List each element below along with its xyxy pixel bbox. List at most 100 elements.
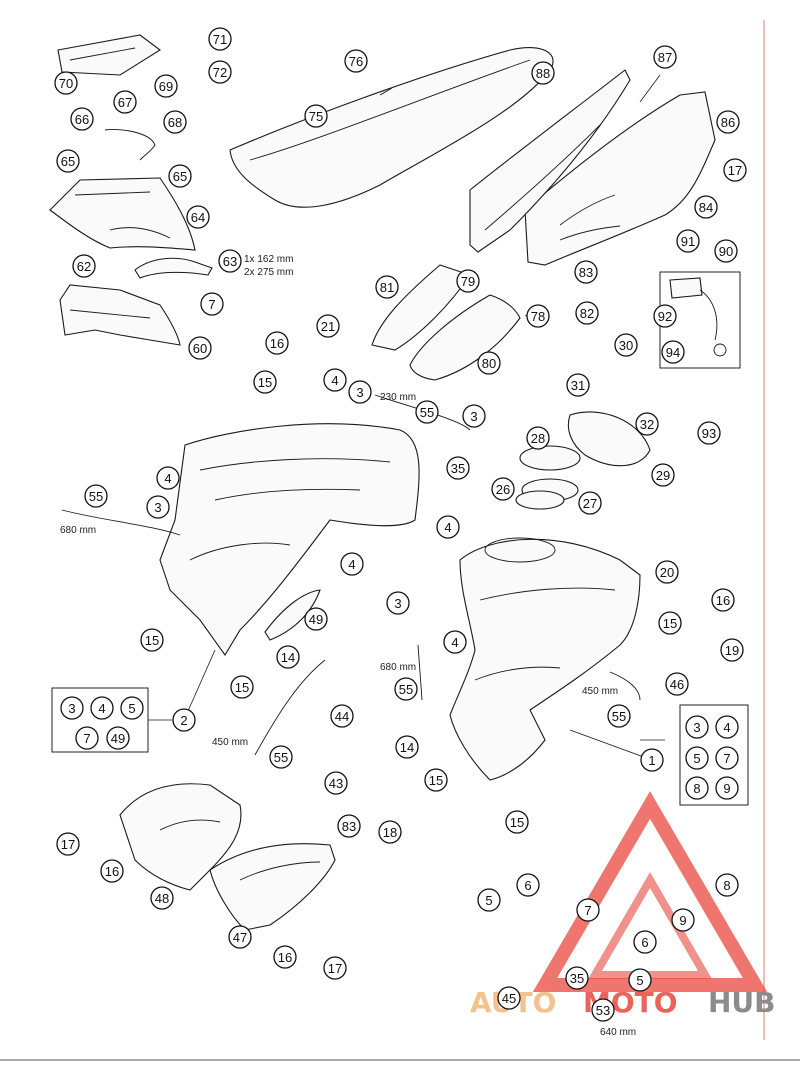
callout-circle	[200, 292, 224, 316]
callout-35-2: 35	[565, 966, 589, 990]
callout-78: 78	[526, 304, 550, 328]
bracket-90	[659, 271, 741, 369]
callout-27: 27	[578, 491, 602, 515]
callout-7-3: 7	[715, 746, 739, 770]
callout-circle	[253, 370, 277, 394]
callout-8: 8	[685, 776, 709, 800]
callout-55-3: 55	[394, 677, 418, 701]
pad-49	[264, 589, 321, 641]
callout-80: 80	[477, 351, 501, 375]
headlight-mask-64	[49, 177, 196, 251]
callout-circle	[340, 552, 364, 576]
callout-circle	[505, 810, 529, 834]
callout-label: 49	[111, 731, 125, 746]
callout-93: 93	[697, 421, 721, 445]
callout-circle	[658, 611, 682, 635]
callout-label: 4	[98, 701, 105, 716]
callout-circle	[633, 930, 657, 954]
callout-circle	[344, 49, 368, 73]
callout-circle	[714, 239, 738, 263]
callout-label: 55	[399, 682, 413, 697]
callout-16-4: 16	[273, 945, 297, 969]
callout-label: 14	[281, 650, 295, 665]
callout-75: 75	[304, 104, 328, 128]
callout-label: 3	[68, 701, 75, 716]
callout-16-3: 16	[100, 859, 124, 883]
callout-label: 1	[648, 753, 655, 768]
callout-19: 19	[720, 638, 744, 662]
callout-label: 78	[531, 309, 545, 324]
callout-label: 5	[636, 973, 643, 988]
callout-84: 84	[694, 195, 718, 219]
callout-circle	[491, 477, 515, 501]
callout-55-5: 55	[607, 704, 631, 728]
callout-circle	[575, 301, 599, 325]
callout-label: 17	[728, 163, 742, 178]
callout-4-6: 4	[90, 696, 114, 720]
callout-circle	[424, 768, 448, 792]
callout-69: 69	[154, 74, 178, 98]
callout-55: 55	[84, 484, 108, 508]
callout-44: 44	[330, 704, 354, 728]
callout-circle	[218, 249, 242, 273]
callout-label: 3	[154, 500, 161, 515]
callout-circle	[386, 591, 410, 615]
callout-20: 20	[655, 560, 679, 584]
callout-circle	[276, 645, 300, 669]
callout-label: 83	[342, 819, 356, 834]
callout-88: 88	[531, 61, 555, 85]
callout-49-2: 49	[106, 726, 130, 750]
callout-label: 7	[584, 903, 591, 918]
callout-circle	[526, 426, 550, 450]
callout-label: 35	[570, 971, 584, 986]
callout-circle	[120, 696, 144, 720]
callout-81: 81	[375, 275, 399, 299]
callout-circle	[304, 607, 328, 631]
callout-circle	[635, 412, 659, 436]
callout-circle	[337, 814, 361, 838]
front-fender-70	[57, 34, 161, 76]
callout-label: 17	[328, 961, 342, 976]
callout-label: 27	[583, 496, 597, 511]
callout-94: 94	[661, 340, 685, 364]
callout-6: 6	[516, 873, 540, 897]
callout-circle	[375, 275, 399, 299]
callout-17-2: 17	[56, 832, 80, 856]
callout-label: 2	[180, 713, 187, 728]
callout-65-2: 65	[168, 164, 192, 188]
callout-label: 15	[258, 375, 272, 390]
callout-label: 35	[451, 461, 465, 476]
note-strip-2: 2x 275 mm	[244, 267, 293, 278]
callout-label: 81	[380, 280, 394, 295]
seat-75	[229, 47, 554, 208]
callout-label: 75	[309, 109, 323, 124]
callout-82: 82	[575, 301, 599, 325]
callout-label: 7	[83, 731, 90, 746]
callout-circle	[694, 195, 718, 219]
callout-circle	[188, 336, 212, 360]
callout-15-5: 15	[658, 611, 682, 635]
callout-circle	[477, 888, 501, 912]
callout-circle	[54, 71, 78, 95]
callout-7-2: 7	[75, 726, 99, 750]
callout-circle	[90, 696, 114, 720]
callout-circle	[172, 708, 196, 732]
callout-circle	[415, 400, 439, 424]
callout-circle	[456, 269, 480, 293]
callout-45: 45	[497, 986, 521, 1010]
callout-label: 91	[681, 234, 695, 249]
callout-label: 70	[59, 76, 73, 91]
callout-circle	[316, 314, 340, 338]
callout-71: 71	[208, 27, 232, 51]
callout-5-4: 5	[628, 968, 652, 992]
shroud-48	[119, 783, 242, 891]
callout-label: 3	[356, 385, 363, 400]
callout-label: 76	[349, 54, 363, 69]
callout-label: 68	[168, 115, 182, 130]
callout-circle	[154, 74, 178, 98]
callout-17-3: 17	[323, 956, 347, 980]
callout-label: 15	[510, 815, 524, 830]
callout-15-3: 15	[230, 675, 254, 699]
callout-label: 55	[612, 709, 626, 724]
callout-4-4: 4	[340, 552, 364, 576]
